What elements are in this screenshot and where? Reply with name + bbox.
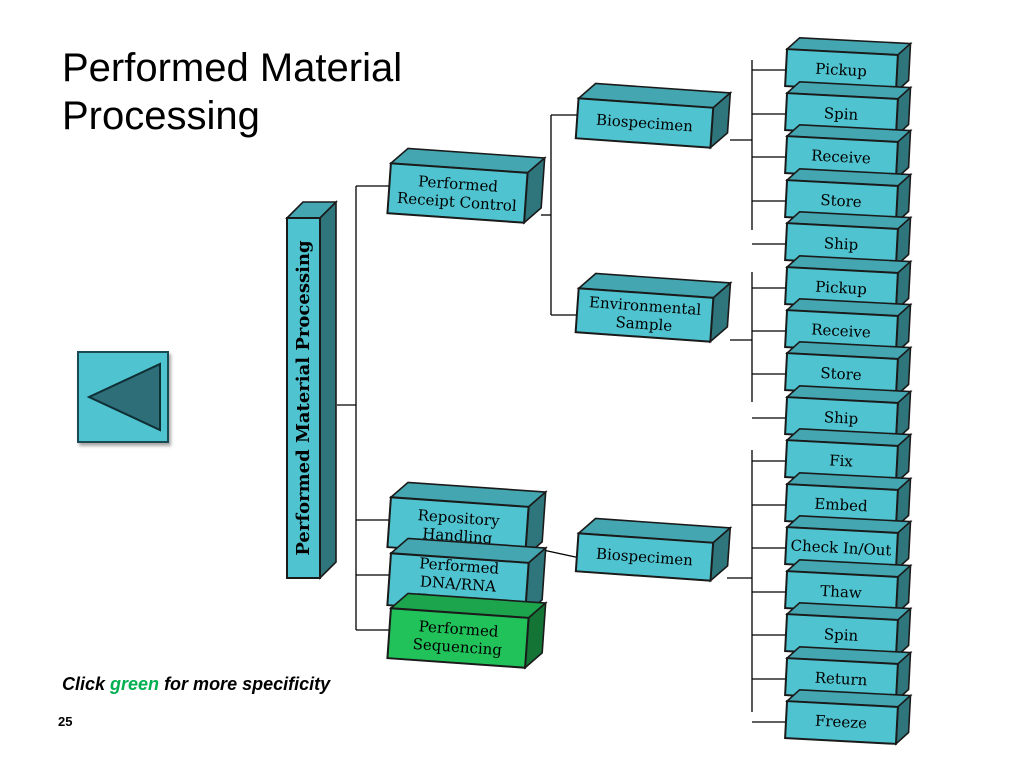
root-box-face [286, 217, 321, 579]
leaf-box-check-in-out-11[interactable]: Check In/Out [784, 514, 913, 572]
leaf-6-label: Receive [811, 320, 872, 341]
leaf-5-label: Pickup [815, 278, 868, 299]
page-title-line-2: Processing [62, 94, 260, 138]
connector-repository [542, 549, 581, 559]
leaf-4-label: Ship [823, 234, 858, 254]
page-title-line-1: Performed Material [62, 46, 403, 90]
leaf-3-label: Store [820, 191, 862, 211]
leaf-14-label: Return [814, 669, 868, 690]
leaf-2-label: Receive [811, 146, 872, 167]
hint-prefix: Click [62, 674, 111, 694]
leaf-box-ship-4[interactable]: Ship [784, 210, 913, 268]
hint-green-word: green [110, 674, 160, 694]
level1-sequencing-label: Performed [418, 617, 499, 641]
leaf-9-label: Fix [829, 451, 854, 470]
root-label: Performed Material Processing [293, 240, 314, 556]
level2-box-biospecimen-repository[interactable]: Biospecimen [574, 517, 733, 583]
leaf-box-pickup-0[interactable]: Pickup [784, 36, 913, 94]
level2-box-biospecimen-receipt[interactable]: Biospecimen [574, 82, 733, 150]
level2-box-biospecimen-receipt-face [574, 97, 715, 149]
leaf-box-freeze-15-face [784, 700, 899, 745]
leaf-1-label: Spin [823, 104, 859, 124]
level2-box-environmental-sample-face [574, 287, 715, 343]
level1-repository-handling-label: Repository [417, 506, 501, 530]
page-number: 25 [58, 714, 73, 729]
hint-suffix: for more specificity [159, 674, 331, 694]
back-button[interactable] [77, 351, 169, 443]
level1-receipt-control-label: Performed [418, 172, 499, 196]
leaf-box-freeze-15[interactable]: Freeze [784, 688, 913, 746]
leaf-11-label: Check In/Out [790, 536, 892, 559]
level1-dna-rna-extraction-label: DNA/RNA [419, 572, 497, 595]
level1-dna-rna-extraction-label: Performed [419, 554, 500, 578]
leaf-box-receive-2[interactable]: Receive [784, 123, 913, 181]
leaf-box-spin-13[interactable]: Spin [784, 601, 913, 659]
leaf-box-receive-6[interactable]: Receive [784, 297, 913, 355]
leaf-7-label: Store [820, 364, 862, 384]
left-triangle-icon [86, 362, 161, 432]
level1-box-sequencing-face [386, 607, 530, 669]
leaf-box-store-7[interactable]: Store [784, 340, 913, 398]
level2-environmental-sample-label: Sample [615, 313, 673, 335]
leaf-10-label: Embed [814, 495, 869, 516]
root-box-side [319, 200, 337, 580]
root-box: Performed Material Processing [285, 200, 338, 580]
leaf-12-label: Thaw [820, 582, 862, 602]
level1-box-receipt-control-face [386, 162, 529, 224]
leaf-0-label: Pickup [815, 60, 868, 81]
hint-text: Click green for more specificity [62, 674, 330, 695]
leaf-13-label: Spin [823, 625, 859, 645]
leaf-8-label: Ship [823, 408, 858, 428]
leaf-box-fix-9[interactable]: Fix [784, 427, 913, 485]
level2-box-biospecimen-repository-face [574, 532, 715, 582]
leaf-15-label: Freeze [815, 712, 868, 733]
page-title: Performed Material Processing [62, 44, 402, 140]
